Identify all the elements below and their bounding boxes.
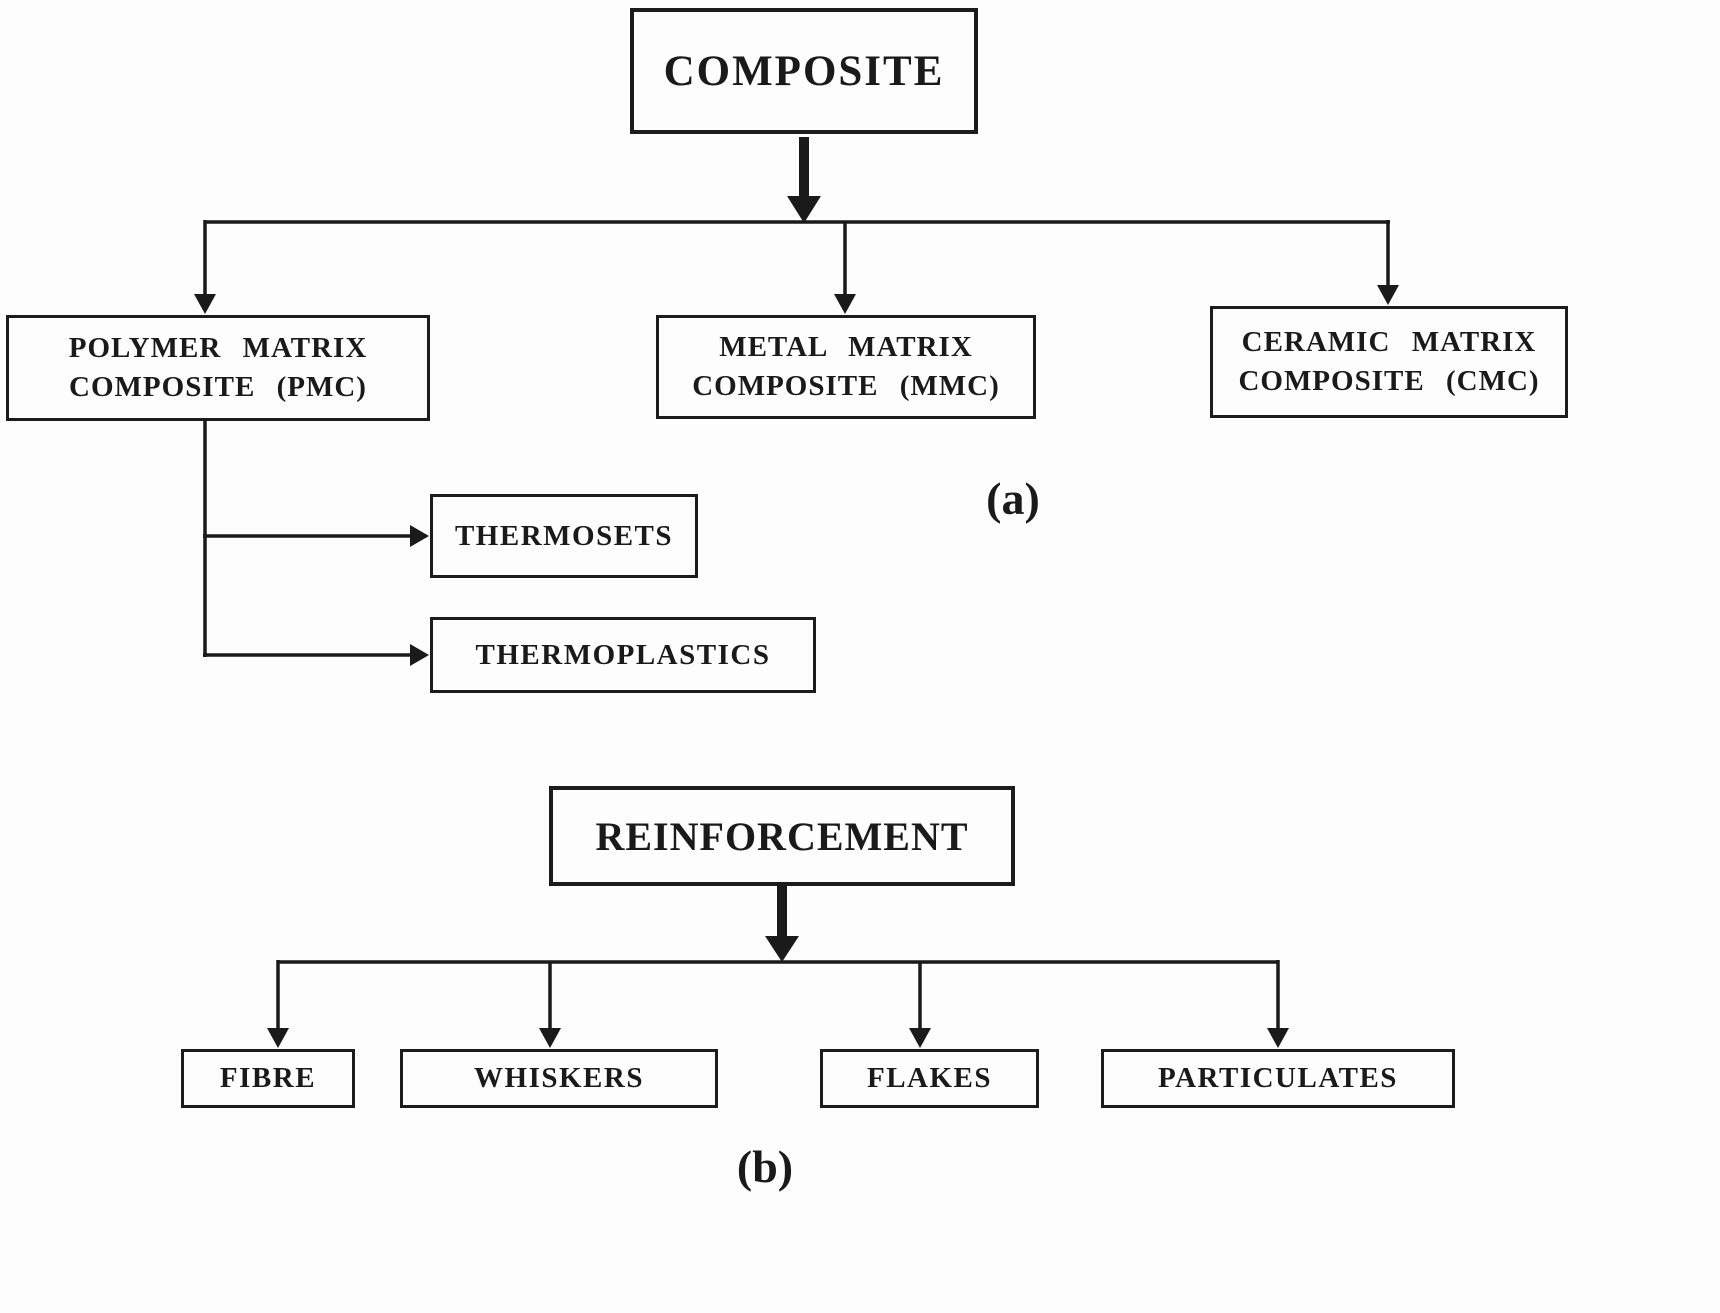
node-fibre-label: FIBRE [219,1062,317,1094]
arrowhead-to-pmc [194,294,216,314]
node-thermoplastics-label: THERMOPLASTICS [475,638,771,671]
arrowhead-to-whiskers [539,1028,561,1048]
arrowhead-to-thermoplastics [410,644,429,666]
node-fibre: FIBRE [181,1049,355,1108]
node-pmc-label-line2: COMPOSITE (PMC) [69,371,367,403]
node-particulates-label: PARTICULATES [1158,1062,1398,1094]
arrowhead-to-fibre [267,1028,289,1048]
arrowhead-to-cmc [1377,285,1399,305]
node-particulates: PARTICULATES [1101,1049,1455,1108]
arrowhead-to-mmc [834,294,856,314]
node-composite-label: COMPOSITE [663,47,945,95]
node-flakes: FLAKES [820,1049,1039,1108]
node-thermoplastics: THERMOPLASTICS [430,617,816,693]
arrowhead-to-flakes [909,1028,931,1048]
node-thermosets: THERMOSETS [430,494,698,578]
node-mmc-label-line2: COMPOSITE (MMC) [692,370,1000,402]
node-reinforcement-label: REINFORCEMENT [595,813,969,859]
node-cmc-label-line2: COMPOSITE (CMC) [1238,365,1540,397]
node-metal-matrix-composite: METAL MATRIX COMPOSITE (MMC) [656,315,1036,419]
arrowhead-reinforcement-stem [765,936,799,962]
node-pmc-label-line1: POLYMER MATRIX [68,331,368,364]
arrowhead-to-thermosets [410,525,429,547]
node-cmc-label-line1: CERAMIC MATRIX [1241,325,1537,358]
arrowhead-composite-stem [787,196,821,223]
node-mmc-label-line1: METAL MATRIX [719,330,973,363]
caption-part-b: (b) [736,1141,794,1192]
node-whiskers-label: WHISKERS [474,1062,644,1094]
node-flakes-label: FLAKES [866,1062,993,1094]
node-ceramic-matrix-composite: CERAMIC MATRIX COMPOSITE (CMC) [1210,306,1568,418]
arrowhead-to-particulates [1267,1028,1289,1048]
node-reinforcement: REINFORCEMENT [549,786,1015,886]
node-composite: COMPOSITE [630,8,978,134]
caption-part-a: (a) [986,473,1040,524]
node-whiskers: WHISKERS [400,1049,718,1108]
node-polymer-matrix-composite: POLYMER MATRIX COMPOSITE (PMC) [6,315,430,421]
node-thermosets-label: THERMOSETS [454,519,674,552]
